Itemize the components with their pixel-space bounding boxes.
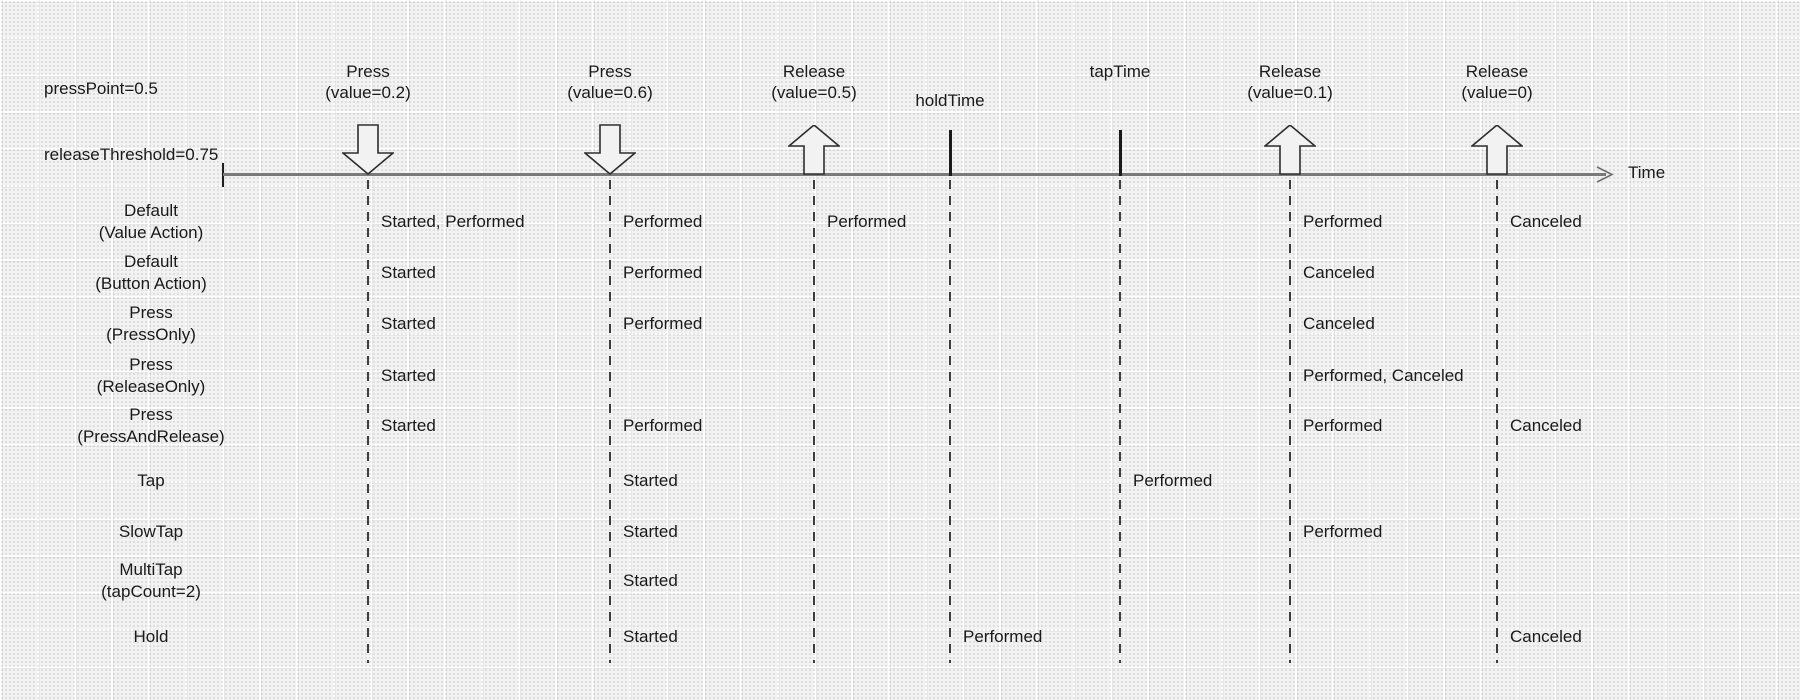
row-multitap-tapcount-2-phase-0: Started (623, 571, 678, 590)
time-axis-arrowhead-icon (1596, 166, 1614, 183)
event-label-release-value-0: Release (value=0) (1461, 62, 1533, 102)
row-label-multitap-tapcount-2: MultiTap (tapCount=2) (101, 560, 201, 601)
event-label-tap-time: tapTime (1089, 62, 1151, 81)
row-default-button-action-phase-0: Started (381, 263, 436, 282)
time-axis-label: Time (1628, 163, 1666, 182)
event-guide-line-release-value-0 (1496, 180, 1498, 663)
row-default-button-action-phase-2: Canceled (1303, 263, 1375, 282)
event-marker-arrow-down-icon-press-value-0-2 (342, 124, 394, 175)
row-default-button-action-phase-1: Performed (623, 263, 703, 282)
row-press-pressandrelease-phase-0: Started (381, 416, 436, 435)
event-guide-line-press-value-0-2 (367, 180, 369, 663)
row-default-value-action-phase-3: Performed (1303, 212, 1383, 231)
row-hold-phase-2: Canceled (1510, 627, 1582, 646)
event-guide-line-press-value-0-6 (609, 180, 611, 663)
row-label-press-pressonly: Press (PressOnly) (106, 303, 196, 344)
event-marker-tick-icon-tap-time (1118, 130, 1122, 176)
row-label-press-releaseonly: Press (ReleaseOnly) (96, 355, 206, 396)
event-guide-line-tap-time (1119, 180, 1121, 663)
row-press-releaseonly-phase-1: Performed, Canceled (1303, 366, 1464, 385)
row-press-releaseonly-phase-0: Started (381, 366, 436, 385)
row-label-default-value-action: Default (Value Action) (98, 201, 204, 242)
row-tap-phase-0: Started (623, 471, 678, 490)
row-slowtap-phase-0: Started (623, 522, 678, 541)
config-note: pressPoint=0.5 releaseThreshold=0.75 (44, 34, 218, 210)
event-label-release-value-0-5: Release (value=0.5) (771, 62, 857, 102)
row-press-pressonly-phase-1: Performed (623, 314, 703, 333)
row-default-value-action-phase-1: Performed (623, 212, 703, 231)
row-label-slowtap: SlowTap (118, 522, 184, 541)
config-release-threshold: releaseThreshold=0.75 (44, 145, 219, 164)
event-guide-line-hold-time (949, 180, 951, 663)
row-default-value-action-phase-2: Performed (827, 212, 907, 231)
row-press-pressandrelease-phase-1: Performed (623, 416, 703, 435)
row-press-pressonly-phase-0: Started (381, 314, 436, 333)
event-guide-line-release-value-0-5 (813, 180, 815, 663)
row-press-pressandrelease-phase-3: Canceled (1510, 416, 1582, 435)
event-label-release-value-0-1: Release (value=0.1) (1247, 62, 1333, 102)
event-marker-arrow-up-icon-release-value-0-1 (1264, 125, 1316, 175)
event-marker-arrow-down-icon-press-value-0-6 (584, 124, 636, 175)
row-label-press-pressandrelease: Press (PressAndRelease) (77, 405, 225, 446)
row-default-value-action-phase-0: Started, Performed (381, 212, 525, 231)
row-label-hold: Hold (133, 627, 169, 646)
row-tap-phase-1: Performed (1133, 471, 1213, 490)
row-hold-phase-0: Started (623, 627, 678, 646)
event-marker-tick-icon-hold-time (948, 130, 952, 176)
row-press-pressonly-phase-2: Canceled (1303, 314, 1375, 333)
config-press-point: pressPoint=0.5 (44, 79, 158, 98)
row-label-tap: Tap (137, 471, 165, 490)
row-default-value-action-phase-4: Canceled (1510, 212, 1582, 231)
row-hold-phase-1: Performed (963, 627, 1043, 646)
event-label-hold-time: holdTime (915, 91, 985, 110)
event-label-press-value-0-6: Press (value=0.6) (567, 62, 653, 102)
row-slowtap-phase-1: Performed (1303, 522, 1383, 541)
event-marker-arrow-up-icon-release-value-0-5 (788, 125, 840, 175)
event-guide-line-release-value-0-1 (1289, 180, 1291, 663)
row-label-default-button-action: Default (Button Action) (95, 252, 207, 293)
event-marker-arrow-up-icon-release-value-0 (1471, 125, 1523, 175)
time-axis (223, 173, 1606, 176)
event-label-press-value-0-2: Press (value=0.2) (325, 62, 411, 102)
row-press-pressandrelease-phase-2: Performed (1303, 416, 1383, 435)
